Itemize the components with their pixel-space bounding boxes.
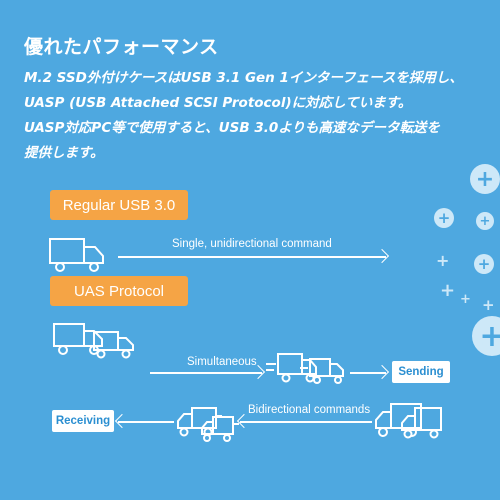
truck-icon [401, 407, 442, 439]
sending-arrow [350, 372, 386, 374]
receiving-badge: Receiving [52, 410, 114, 432]
regular-usb-tag: Regular USB 3.0 [50, 190, 188, 220]
regular-arrow-label: Single, unidirectional command [172, 238, 332, 250]
plus-icon: + [482, 296, 495, 314]
plus-icon: + [472, 316, 500, 356]
bidirectional-arrow [240, 421, 372, 423]
description-line: UASP対応PC等で使用すると、USB 3.0よりも高速なデータ転送を [24, 120, 441, 136]
truck-icon [93, 331, 134, 359]
plus-icon: + [434, 208, 454, 228]
plus-icon: + [476, 212, 494, 230]
truck-icon [300, 358, 344, 384]
bidirectional-label: Bidirectional commands [248, 404, 371, 416]
plus-icon: + [436, 251, 450, 270]
plus-icon: + [440, 280, 456, 301]
simultaneous-arrow [150, 372, 262, 374]
page-title: 優れたパフォーマンス [24, 36, 219, 58]
unidirectional-arrow [118, 256, 386, 258]
uas-protocol-tag: UAS Protocol [50, 276, 188, 306]
plus-icon: + [460, 292, 471, 307]
receiving-arrow [118, 421, 174, 423]
description-line: M.2 SSD外付けケースはUSB 3.1 Gen 1インターフェースを採用し、 [24, 70, 463, 86]
description-line: 提供します。 [24, 145, 104, 161]
sending-badge: Sending [392, 361, 450, 383]
description-paragraph: M.2 SSD外付けケースはUSB 3.1 Gen 1インターフェースを採用し、… [24, 66, 494, 166]
plus-icon: + [474, 254, 494, 274]
plus-icon: + [470, 164, 500, 194]
truck-icon [201, 416, 239, 442]
simultaneous-label: Simultaneous [187, 356, 257, 368]
plus-icon: + [476, 334, 487, 349]
truck-icon [49, 238, 104, 272]
description-line: UASP (USB Attached SCSI Protocol)に対応していま… [24, 95, 412, 111]
